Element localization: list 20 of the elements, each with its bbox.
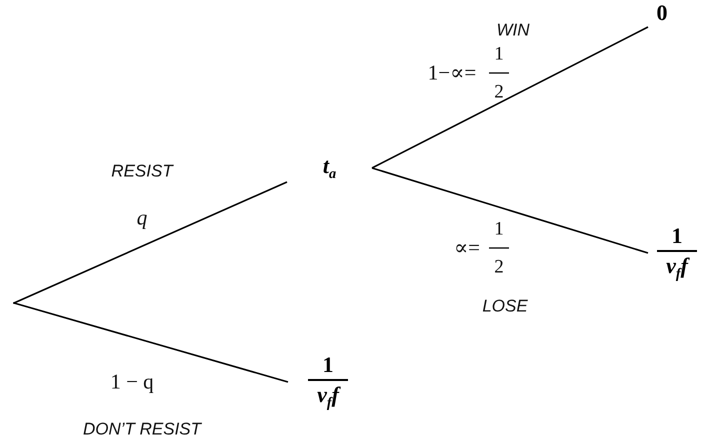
- tree-branch-line: [372, 26, 648, 169]
- decision-node-label: t$_{a}$: [287, 154, 372, 182]
- payoff-fraction: 1 v$_{f}$f: [648, 222, 706, 284]
- fraction-numerator: 1: [494, 44, 504, 64]
- probability-label: 1 − q: [110, 372, 154, 392]
- branch-name: WIN: [496, 22, 530, 38]
- payoff-fraction: 1 v$_{f}$f: [288, 350, 368, 414]
- probability-label: q: [136, 208, 148, 228]
- payoff-label: 0: [648, 2, 676, 52]
- branch-name: LOSE: [482, 298, 528, 314]
- tree-branch-line: [14, 302, 288, 383]
- tree-branch-line: [372, 167, 648, 254]
- branch-name: DON’T RESIST: [82, 420, 202, 438]
- tree-branch-line: [14, 181, 288, 304]
- branch-name: RESIST: [111, 162, 173, 180]
- fraction-denominator: 2: [494, 82, 504, 102]
- probability-label: 1−∝=: [428, 62, 476, 84]
- fraction-denominator: 2: [494, 258, 504, 276]
- fraction-numerator: 1: [494, 220, 504, 238]
- probability-label: ∝=: [454, 238, 480, 258]
